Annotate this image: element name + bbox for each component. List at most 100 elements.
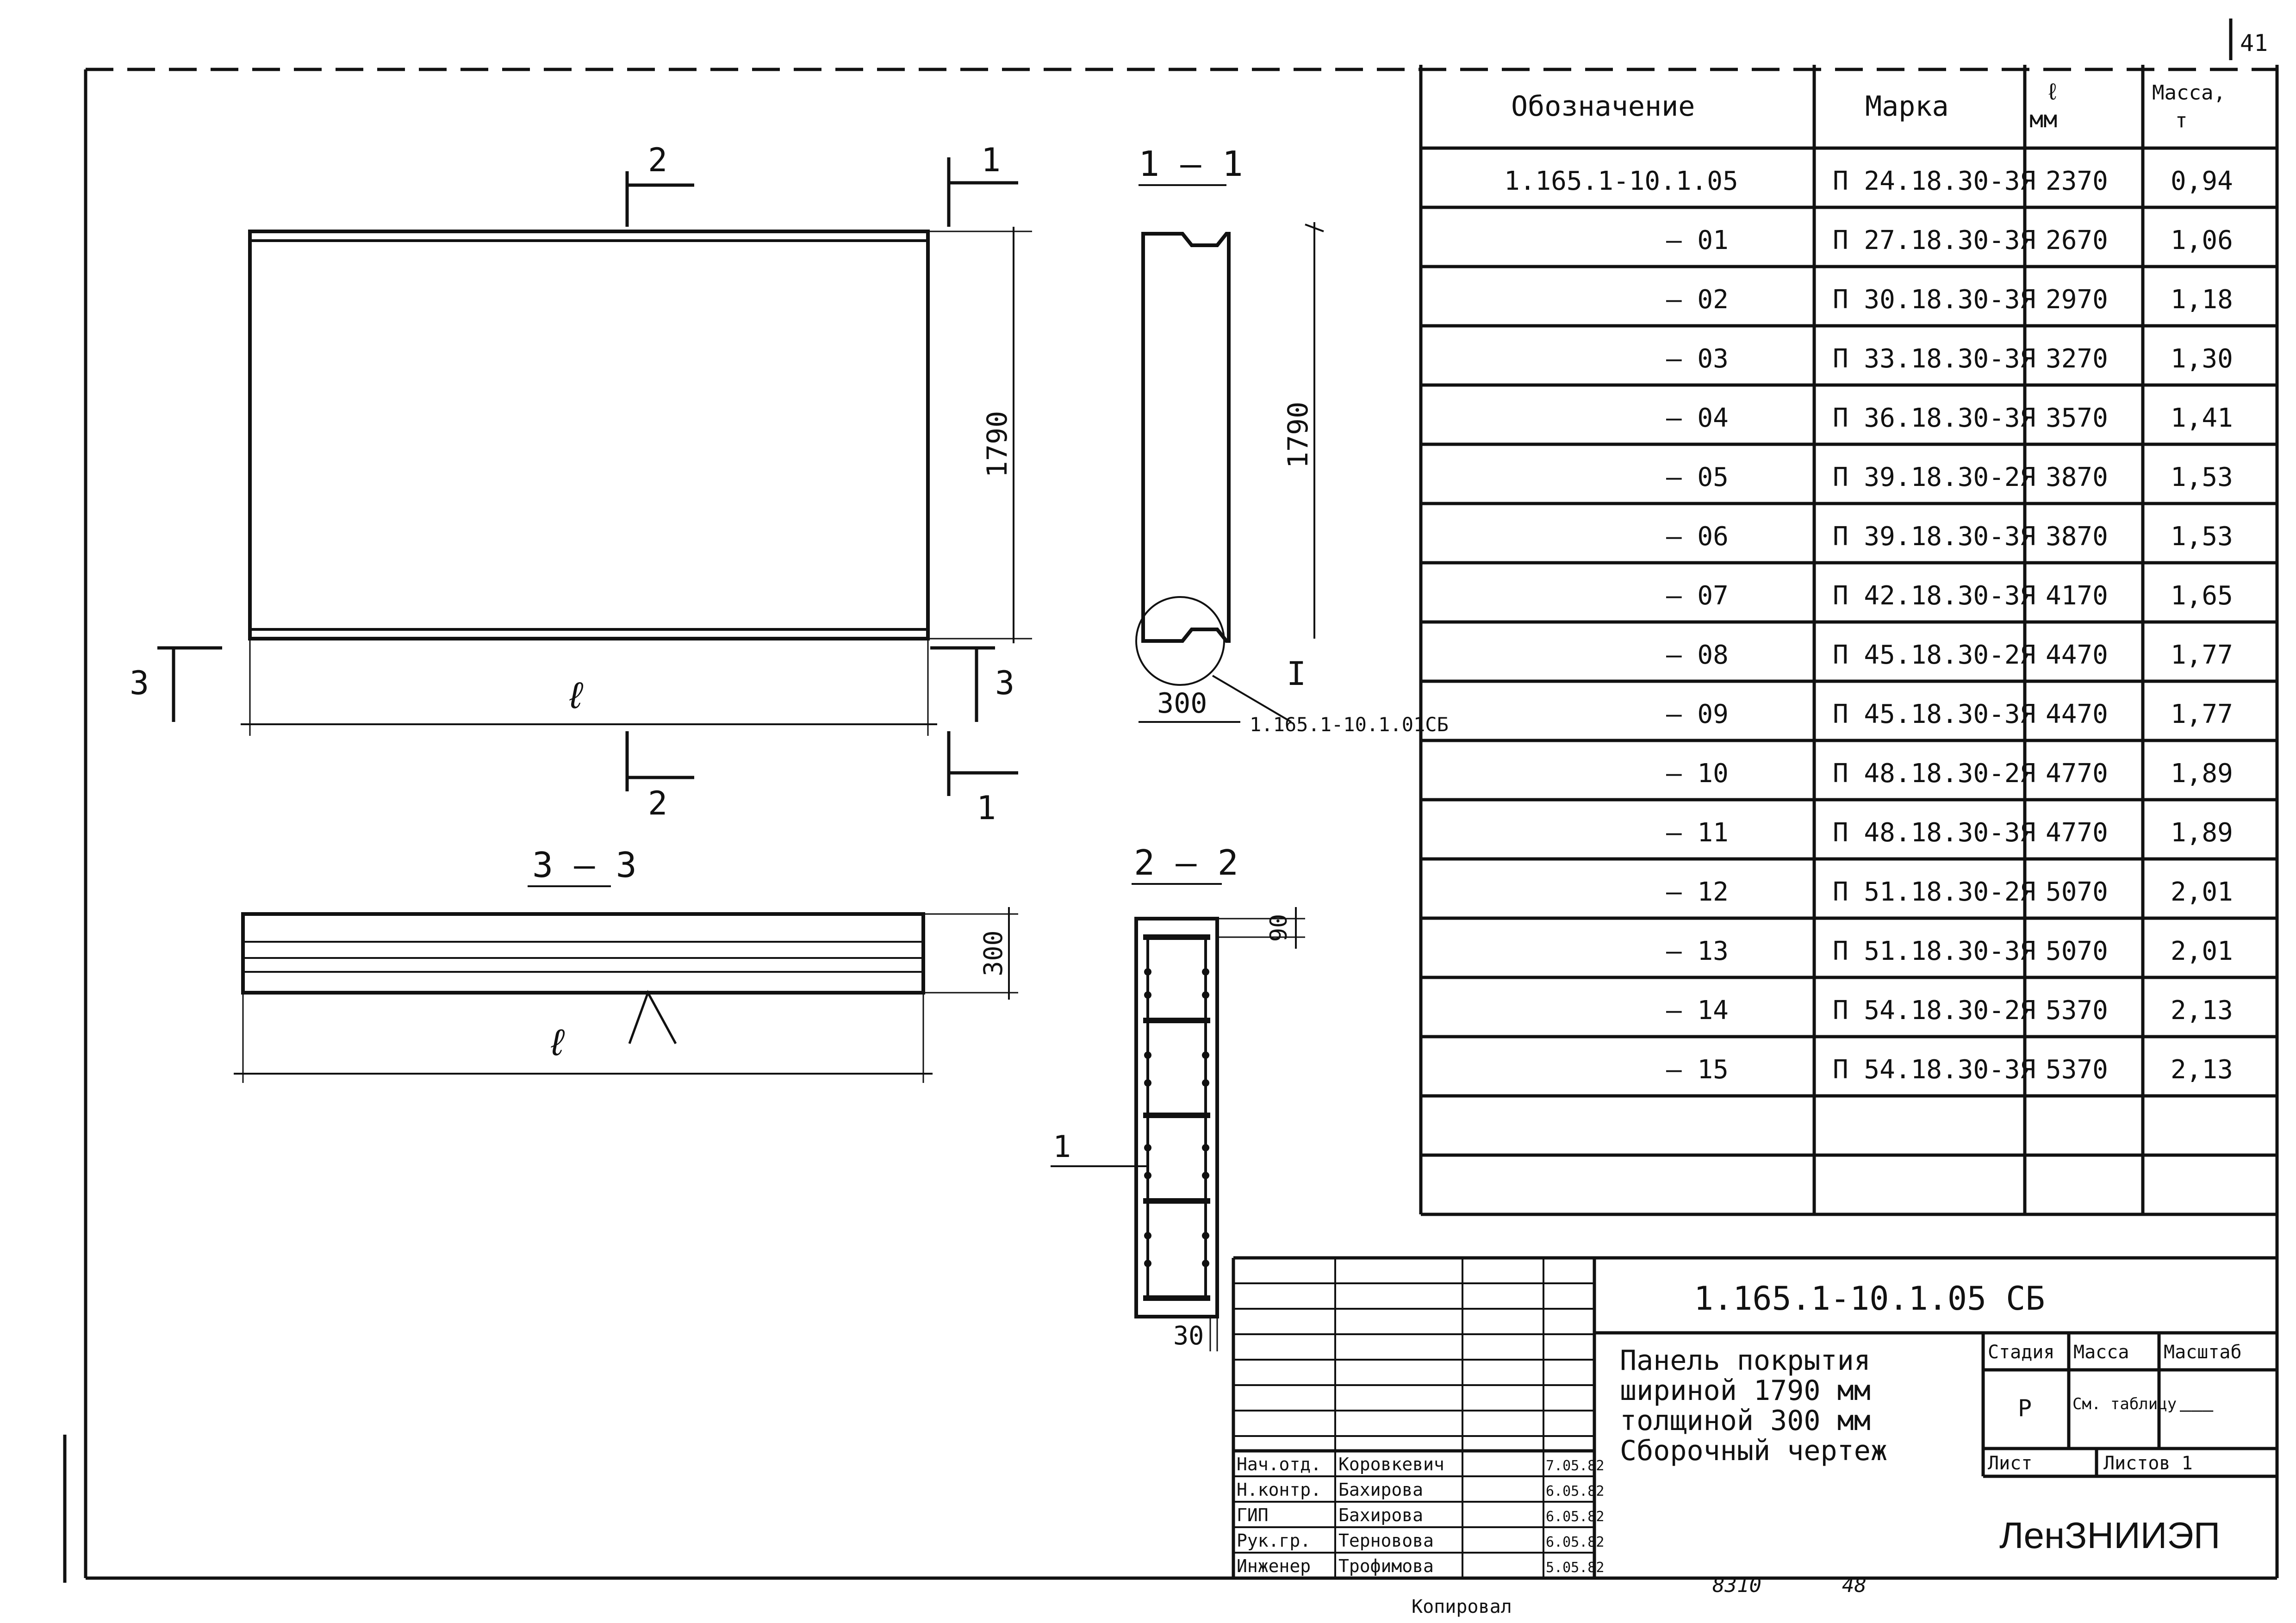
spec-designation: — 09	[1666, 699, 1729, 729]
copied-by: Копировал	[1412, 1596, 1512, 1617]
spec-length: 2670	[2046, 225, 2108, 255]
spec-mark: П 27.18.30-3Я	[1833, 225, 2035, 255]
spec-mass: 1,53	[2171, 462, 2233, 492]
spec-designation: — 08	[1666, 640, 1729, 670]
signature-date: 7.05.82	[1546, 1458, 1604, 1474]
signature-role: Инженер	[1237, 1556, 1311, 1576]
page-number: 41	[2240, 30, 2268, 56]
spec-mass: 2,01	[2171, 936, 2233, 966]
signature-date: 6.05.82	[1546, 1509, 1604, 1525]
signature-name: Бахирова	[1338, 1505, 1423, 1525]
spec-length: 5070	[2046, 877, 2108, 907]
signature-role: Рук.гр.	[1237, 1530, 1311, 1551]
section-1-1-width-dim: 300	[1157, 687, 1207, 720]
spec-mass: 1,77	[2171, 640, 2233, 670]
spec-mark: П 36.18.30-3Я	[1833, 403, 2035, 433]
spec-row: 1.165.1-10.1.05 П 24.18.30-3Я 2370 0,94	[1504, 166, 2233, 196]
spec-length: 2970	[2046, 285, 2108, 315]
spec-mass: 1,18	[2171, 285, 2233, 315]
section-3-3-length-dim: ℓ	[546, 1021, 568, 1064]
mass-header: Масса	[2073, 1342, 2129, 1363]
spec-row: — 11 П 48.18.30-3Я 4770 1,89	[1666, 818, 2233, 848]
spec-length: 3270	[2046, 344, 2108, 374]
plan-height-dim: 1790	[981, 411, 1014, 478]
organization: ЛенЗНИИЭП	[1999, 1515, 2220, 1556]
spec-mark: П 33.18.30-3Я	[1833, 344, 2035, 374]
spec-designation: 1.165.1-10.1.05	[1504, 166, 1738, 196]
signature-name: Коровкевич	[1338, 1454, 1444, 1474]
sec1-bottom-label: 1	[977, 789, 996, 827]
spec-designation: — 07	[1666, 581, 1729, 611]
title-block: 1.165.1-10.1.05 СБ Панель покрытия ширин…	[1232, 1256, 2277, 1579]
section-2-2-callout: 1	[1053, 1130, 1071, 1164]
spec-mark: П 54.18.30-2Я	[1833, 995, 2035, 1026]
plan-length-dim: ℓ	[565, 674, 587, 717]
spec-mass: 1,41	[2171, 403, 2233, 433]
spec-designation: — 15	[1666, 1055, 1729, 1085]
section-1-1-ref: 1.165.1-10.1.01СБ	[1250, 713, 1449, 736]
sheet-label: Лист	[1988, 1453, 2032, 1474]
spec-header-mass: Масса,т	[2152, 81, 2226, 132]
spec-length: 5070	[2046, 936, 2108, 966]
spec-mark: П 48.18.30-3Я	[1833, 818, 2035, 848]
spec-mass: 2,01	[2171, 877, 2233, 907]
spec-length: 2370	[2046, 166, 2108, 196]
signature-role: Н.контр.	[1237, 1480, 1321, 1500]
spec-designation: — 05	[1666, 462, 1729, 492]
signature-role: Нач.отд.	[1237, 1454, 1321, 1474]
spec-length: 4770	[2046, 818, 2108, 848]
section-1-1-title: 1 — 1	[1139, 143, 1243, 184]
stage-value: Р	[2018, 1395, 2032, 1422]
spec-mass: 0,94	[2171, 166, 2233, 196]
signature-date: 5.05.82	[1546, 1560, 1604, 1576]
signature-name: Терновова	[1338, 1530, 1434, 1551]
sec3-left-label: 3	[130, 664, 149, 702]
signature-row: Нач.отд. Коровкевич 7.05.82	[1237, 1454, 1604, 1474]
spec-designation: — 11	[1666, 818, 1729, 848]
spec-designation: — 04	[1666, 403, 1729, 433]
spec-designation: — 06	[1666, 522, 1729, 552]
spec-mark: П 48.18.30-2Я	[1833, 759, 2035, 789]
spec-mass: 1,89	[2171, 759, 2233, 789]
spec-length: 3570	[2046, 403, 2108, 433]
spec-designation: — 03	[1666, 344, 1729, 374]
plan-view: 1790 ℓ 2 2 1 1 3 3	[130, 141, 1032, 827]
spec-length: 3870	[2046, 522, 2108, 552]
spec-mark: П 39.18.30-3Я	[1833, 522, 2035, 552]
spec-mark: П 45.18.30-2Я	[1833, 640, 2035, 670]
spec-mass: 1,89	[2171, 818, 2233, 848]
section-3-3-height-dim: 300	[978, 930, 1008, 976]
spec-header-mark: Марка	[1865, 90, 1949, 123]
spec-mark: П 24.18.30-3Я	[1833, 166, 2035, 196]
spec-mark: П 51.18.30-3Я	[1833, 936, 2035, 966]
spec-length: 4770	[2046, 759, 2108, 789]
spec-row: — 04 П 36.18.30-3Я 3570 1,41	[1666, 403, 2233, 433]
section-2-2: 2 — 2 90 30 1	[1051, 842, 1305, 1351]
section-2-2-top-dim: 90	[1265, 914, 1292, 942]
spec-length: 4170	[2046, 581, 2108, 611]
code-left: 8310	[1712, 1573, 1761, 1597]
section-3-3: 3 — 3 300 ℓ	[234, 845, 1018, 1083]
scale-header: Масштаб	[2164, 1342, 2242, 1363]
scale-value: ———	[2180, 1399, 2214, 1421]
document-code: 1.165.1-10.1.05 СБ	[1694, 1280, 2045, 1318]
spec-mass: 1,30	[2171, 344, 2233, 374]
section-2-2-title: 2 — 2	[1134, 842, 1238, 883]
